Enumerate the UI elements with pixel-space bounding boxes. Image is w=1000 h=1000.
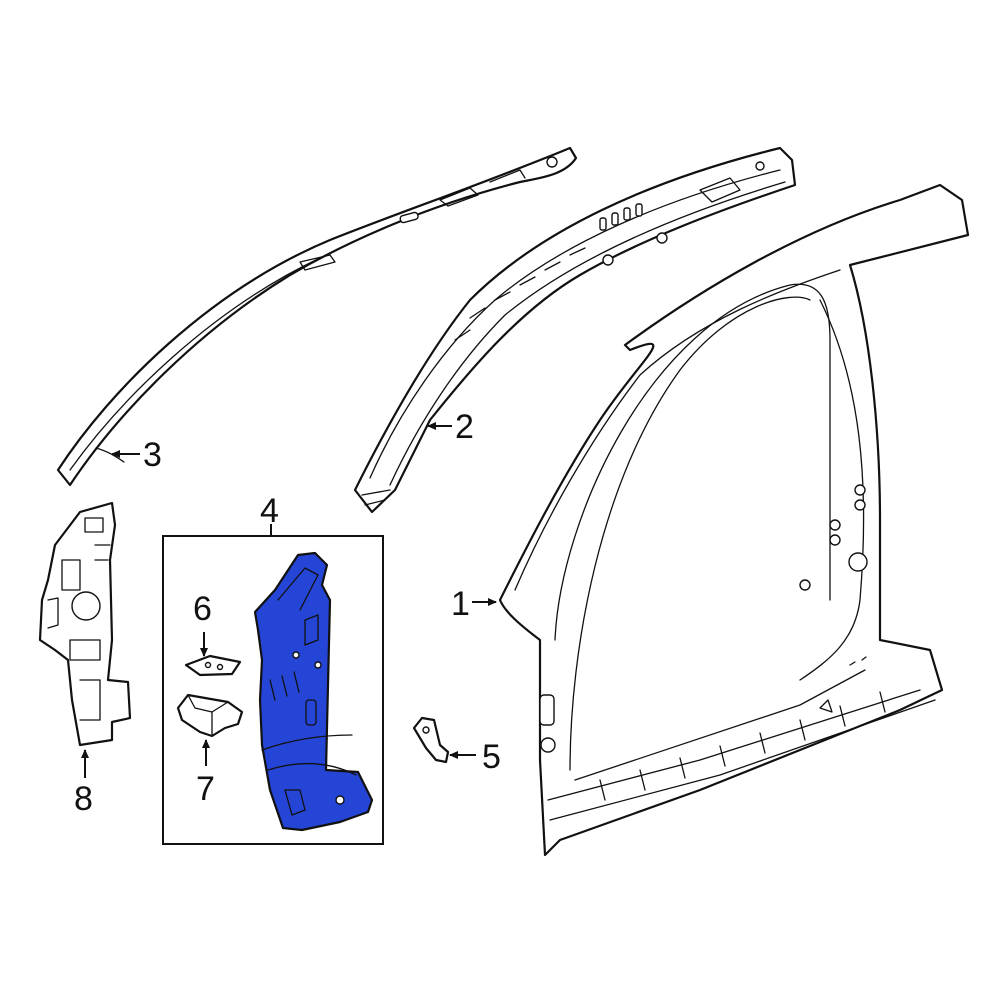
part-6-bracket-plate[interactable] [184,654,242,677]
part-4-group-box [162,535,384,845]
callout-3: 3 [143,436,162,474]
part-5-l-bracket[interactable] [412,716,450,764]
part-4-fill [253,551,374,832]
callout-7: 7 [196,770,215,808]
callout-4: 4 [260,492,279,530]
part-8-pillar-inner-bracket[interactable] [38,501,132,747]
callout-6: 6 [193,590,212,628]
callout-8: 8 [74,780,93,818]
part-1-body-side-panel[interactable] [498,183,970,857]
part-4-front-pillar-highlighted[interactable] [253,551,374,832]
callout-1: 1 [451,585,470,623]
part-3-roof-rail-inner[interactable] [56,146,578,487]
part-2-roof-rail-outer[interactable] [353,146,797,514]
callout-2: 2 [455,408,474,446]
callout-5: 5 [482,738,501,776]
part-7-bracket-block[interactable] [176,693,244,738]
